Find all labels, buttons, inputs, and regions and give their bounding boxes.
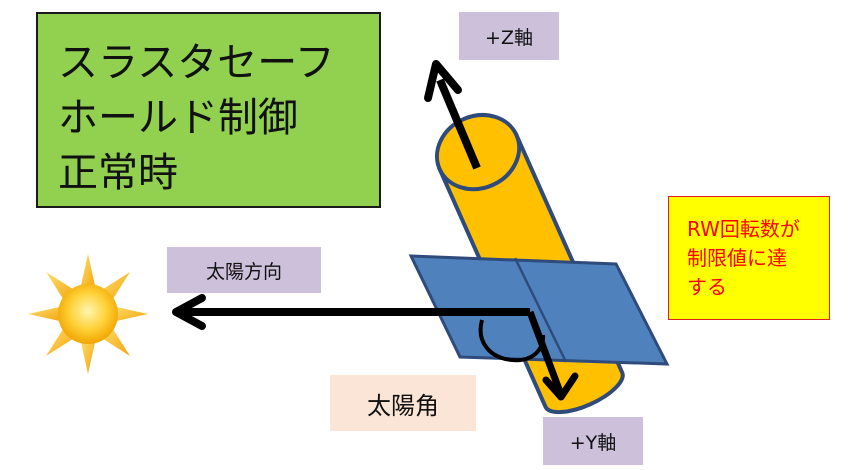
y-axis-label: +Y軸 — [543, 417, 643, 465]
rw-warning-text: RW回転数が 制限値に達 する — [687, 217, 800, 299]
solar-panel — [408, 254, 670, 366]
panel-center-line — [513, 257, 568, 363]
z-axis-label: +Z軸 — [459, 12, 559, 60]
mode-title-box: スラスタセーフ ホールド制御 正常時 — [36, 12, 381, 208]
z-axis-arrow — [424, 60, 481, 170]
rw-warning-note: RW回転数が 制限値に達 する — [668, 196, 830, 320]
sun-icon — [28, 254, 148, 374]
y-axis-arrow — [526, 310, 579, 401]
sun-direction-label: 太陽方向 — [167, 247, 321, 293]
sun-angle-label: 太陽角 — [330, 375, 476, 431]
sun-direction-arrow — [172, 294, 530, 330]
mode-title: スラスタセーフ ホールド制御 正常時 — [58, 40, 335, 196]
